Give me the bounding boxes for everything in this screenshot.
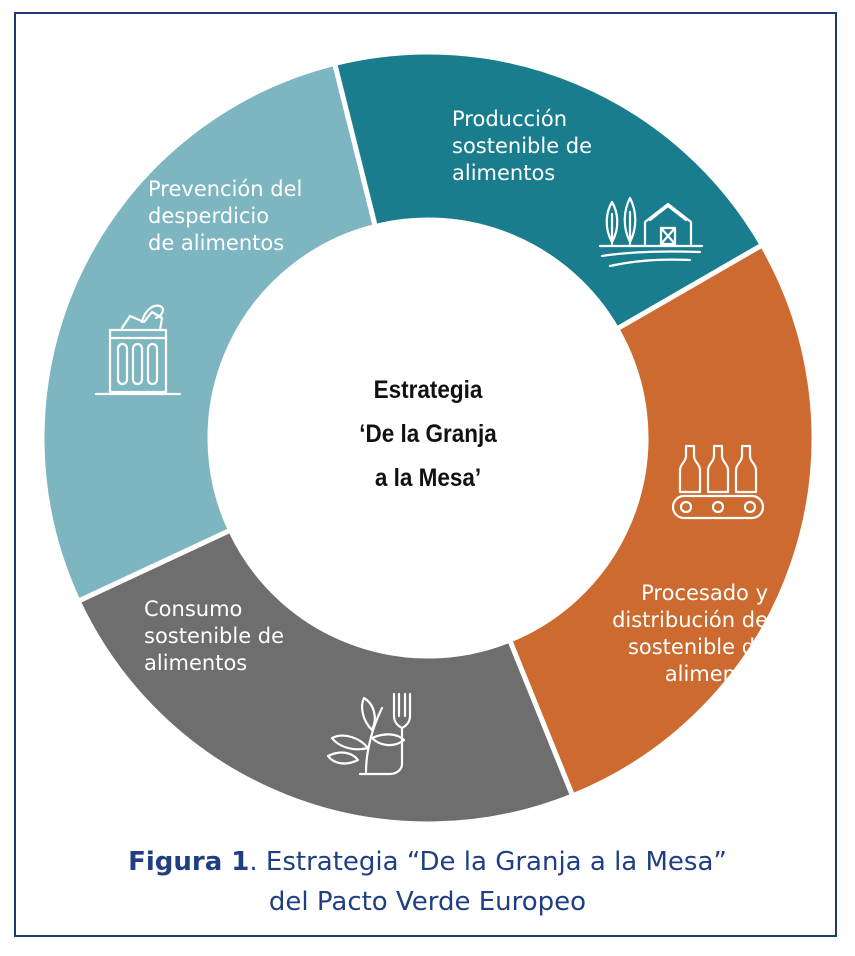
ring-segment-consumo	[74, 526, 576, 827]
ring-segment-prevencion	[39, 60, 379, 605]
farm-barn-icon	[598, 196, 704, 268]
segment-label-consumo: Consumo sostenible de alimentos	[144, 597, 285, 675]
segment-label-procesado: Procesado y distribución de sostenible d…	[612, 581, 768, 686]
figure-caption: Figura 1. Estrategia “De la Granja a la …	[30, 842, 825, 922]
ring-segment-procesado	[506, 241, 817, 800]
waste-bin-icon	[94, 304, 182, 396]
figure-frame	[14, 12, 837, 937]
caption-text-line2: del Pacto Verde Europeo	[268, 887, 587, 917]
figure-label: Figura 1	[128, 847, 250, 877]
caption-text-line1: . Estrategia “De la Granja a la Mesa”	[249, 847, 727, 877]
segment-label-prevencion: Prevención del desperdicio de alimentos	[148, 177, 303, 255]
segment-label-produccion: Producción sostenible de alimentos	[452, 107, 593, 185]
center-title: Estrategia ‘De la Granja a la Mesa’	[359, 376, 497, 492]
plant-fork-icon	[326, 692, 412, 776]
bottles-conveyor-icon	[671, 444, 765, 520]
